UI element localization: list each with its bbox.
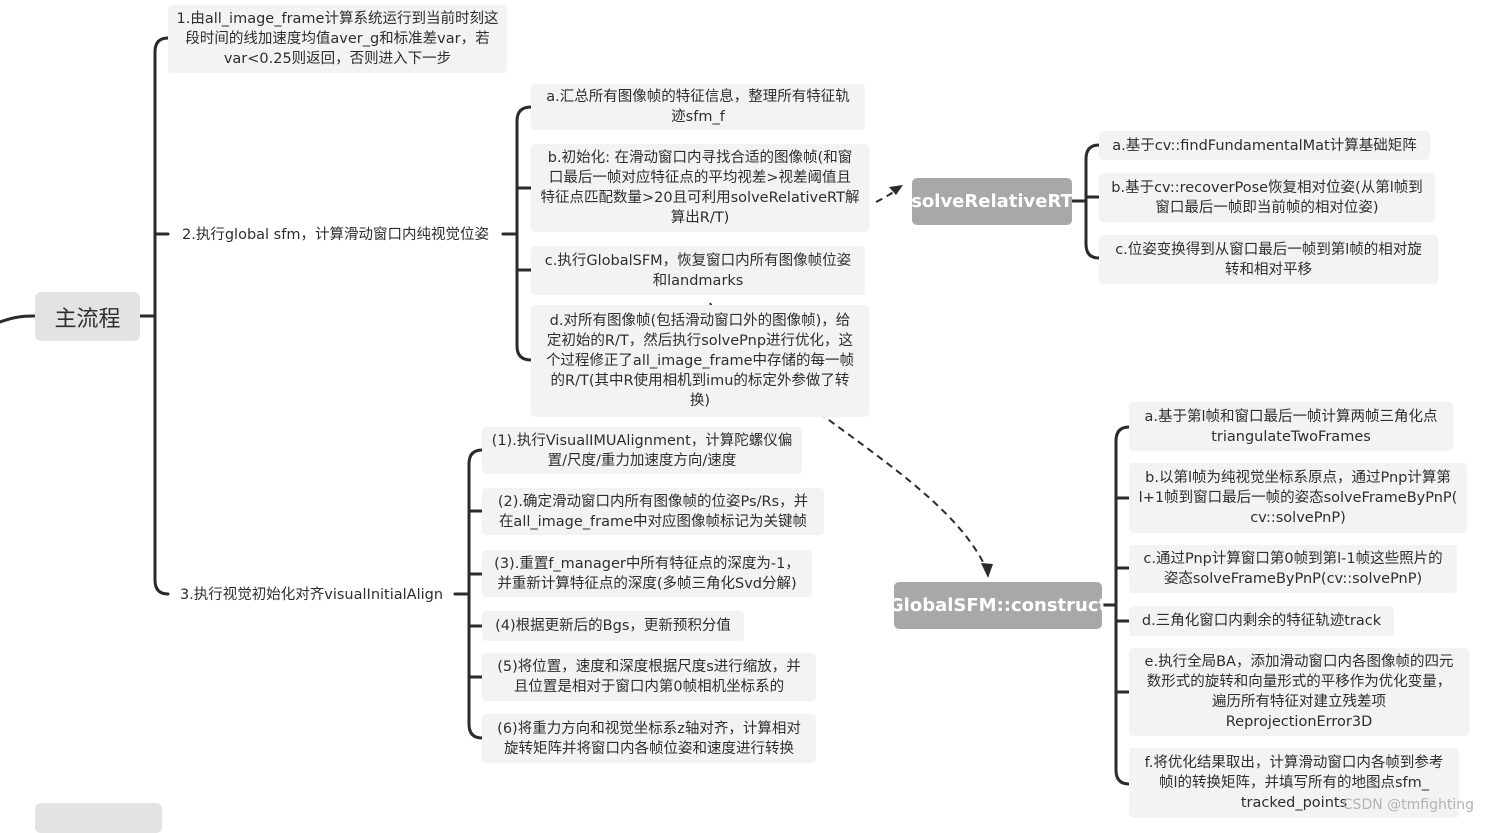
solve-relative-item-a-label: a.基于cv::findFundamentalMat计算基础矩阵 <box>1112 137 1417 154</box>
align-step-1-label: (1).执行VisualIMUAlignment，计算陀螺仪偏 置/尺度/重力加… <box>491 432 793 469</box>
global-sfm-item-e-label: e.执行全局BA，添加滑动窗口内各图像帧的四元 数形式的旋转和向量形式的平移作为… <box>1144 654 1454 730</box>
align-step-6-node[interactable]: (6)将重力方向和视觉坐标系z轴对齐，计算相对 旋转矩阵并将窗口内各帧位姿和速度… <box>482 714 816 763</box>
global-sfm-item-c-label: c.通过Pnp计算窗口第0帧到第l-1帧这些照片的 姿态solveFrameBy… <box>1143 551 1443 587</box>
global-sfm-item-e-node[interactable]: e.执行全局BA，添加滑动窗口内各图像帧的四元 数形式的旋转和向量形式的平移作为… <box>1129 648 1469 736</box>
step-1-label: 1.由all_image_frame计算系统运行到当前时刻这 段时间的线加速度均… <box>176 11 499 67</box>
global-sfm-construct-label: GlobalSFM::construct <box>888 595 1108 616</box>
align-step-5-node[interactable]: (5)将位置，速度和深度根据尺度s进行缩放，并 且位置是相对于窗口内第0帧相机坐… <box>482 653 816 701</box>
global-sfm-item-a-label: a.基于第l帧和窗口最后一帧计算两帧三角化点 triangulateTwoFra… <box>1144 408 1438 445</box>
global-sfm-item-d-node[interactable]: d.三角化窗口内剩余的特征轨迹track <box>1129 606 1394 636</box>
align-step-5-label: (5)将位置，速度和深度根据尺度s进行缩放，并 且位置是相对于窗口内第0帧相机坐… <box>497 659 801 695</box>
step-1-node[interactable]: 1.由all_image_frame计算系统运行到当前时刻这 段时间的线加速度均… <box>168 5 507 73</box>
global-sfm-item-c-node[interactable]: c.通过Pnp计算窗口第0帧到第l-1帧这些照片的 姿态solveFrameBy… <box>1129 545 1457 593</box>
global-sfm-item-b-label: b.以第l帧为纯视觉坐标系原点，通过Pnp计算第 l+1帧到窗口最后一帧的姿态s… <box>1138 470 1458 526</box>
watermark: CSDN @tmfighting <box>1342 797 1474 813</box>
step-3-label: 3.执行视觉初始化对齐visualInitialAlign <box>179 587 444 603</box>
sfm-step-d-node[interactable]: d.对所有图像帧(包括滑动窗口外的图像帧)，给 定初始的R/T，然后执行solv… <box>531 305 869 417</box>
sfm-step-c-node[interactable]: c.执行GlobalSFM，恢复窗口内所有图像帧位姿 和landmarks <box>531 246 865 295</box>
align-step-4-node[interactable]: (4)根据更新后的Bgs，更新预积分值 <box>482 611 744 641</box>
sfm-step-c-label: c.执行GlobalSFM，恢复窗口内所有图像帧位姿 和landmarks <box>544 252 852 289</box>
align-step-3-label: (3).重置f_manager中所有特征点的深度为-1， 并重新计算特征点的深度… <box>494 555 800 592</box>
solve-relative-item-c-node[interactable]: c.位姿变换得到从窗口最后一帧到第l帧的相对旋 转和相对平移 <box>1099 235 1438 284</box>
align-step-3-node[interactable]: (3).重置f_manager中所有特征点的深度为-1， 并重新计算特征点的深度… <box>482 550 812 597</box>
solve-relative-item-b-node[interactable]: b.基于cv::recoverPose恢复相对位姿(从第l帧到 窗口最后一帧即当… <box>1099 173 1435 222</box>
align-step-6-label: (6)将重力方向和视觉坐标系z轴对齐，计算相对 旋转矩阵并将窗口内各帧位姿和速度… <box>497 720 801 757</box>
global-sfm-item-f-node[interactable]: f.将优化结果取出，计算滑动窗口内各帧到参考 帧l的转换矩阵，并填写所有的地图点… <box>1129 748 1459 818</box>
step-2-label: 2.执行global sfm，计算滑动窗口内纯视觉位姿 <box>182 227 489 243</box>
root-label: 主流程 <box>54 306 121 332</box>
root-node[interactable]: 主流程 <box>35 292 140 341</box>
global-sfm-item-d-label: d.三角化窗口内剩余的特征轨迹track <box>1141 613 1382 629</box>
solve-relative-rt-label: solveRelativeRT <box>911 191 1073 212</box>
sfm-step-a-node[interactable]: a.汇总所有图像帧的特征信息，整理所有特征轨 迹sfm_f <box>531 84 865 130</box>
sfm-step-a-label: a.汇总所有图像帧的特征信息，整理所有特征轨 迹sfm_f <box>546 89 850 125</box>
global-sfm-item-f-label: f.将优化结果取出，计算滑动窗口内各帧到参考 帧l的转换矩阵，并填写所有的地图点… <box>1144 755 1444 811</box>
solve-relative-item-c-label: c.位姿变换得到从窗口最后一帧到第l帧的相对旋 转和相对平移 <box>1115 241 1422 278</box>
align-step-2-node[interactable]: (2).确定滑动窗口内所有图像帧的位姿Ps/Rs，并 在all_image_fr… <box>482 488 824 535</box>
step-2-node[interactable]: 2.执行global sfm，计算滑动窗口内纯视觉位姿 <box>168 222 503 248</box>
solve-relative-item-b-label: b.基于cv::recoverPose恢复相对位姿(从第l帧到 窗口最后一帧即当… <box>1111 179 1423 216</box>
solve-relative-item-a-node[interactable]: a.基于cv::findFundamentalMat计算基础矩阵 <box>1099 131 1430 160</box>
align-step-2-label: (2).确定滑动窗口内所有图像帧的位姿Ps/Rs，并 在all_image_fr… <box>497 493 809 530</box>
align-step-1-node[interactable]: (1).执行VisualIMUAlignment，计算陀螺仪偏 置/尺度/重力加… <box>482 427 802 474</box>
solve-relative-rt-node[interactable]: solveRelativeRT <box>911 178 1073 225</box>
global-sfm-construct-node[interactable]: GlobalSFM::construct <box>889 582 1107 629</box>
global-sfm-item-b-node[interactable]: b.以第l帧为纯视觉坐标系原点，通过Pnp计算第 l+1帧到窗口最后一帧的姿态s… <box>1129 463 1467 533</box>
step-3-node[interactable]: 3.执行视觉初始化对齐visualInitialAlign <box>168 582 455 608</box>
next-root-node-cutoff[interactable] <box>35 803 162 833</box>
sfm-step-b-label: b.初始化: 在滑动窗口内寻找合适的图像帧(和窗 口最后一帧对应特征点的平均视差… <box>540 150 860 226</box>
sfm-step-d-label: d.对所有图像帧(包括滑动窗口外的图像帧)，给 定初始的R/T，然后执行solv… <box>545 313 855 409</box>
align-step-4-label: (4)根据更新后的Bgs，更新预积分值 <box>495 618 731 634</box>
global-sfm-item-a-node[interactable]: a.基于第l帧和窗口最后一帧计算两帧三角化点 triangulateTwoFra… <box>1129 402 1453 451</box>
sfm-step-b-node[interactable]: b.初始化: 在滑动窗口内寻找合适的图像帧(和窗 口最后一帧对应特征点的平均视差… <box>531 144 869 232</box>
